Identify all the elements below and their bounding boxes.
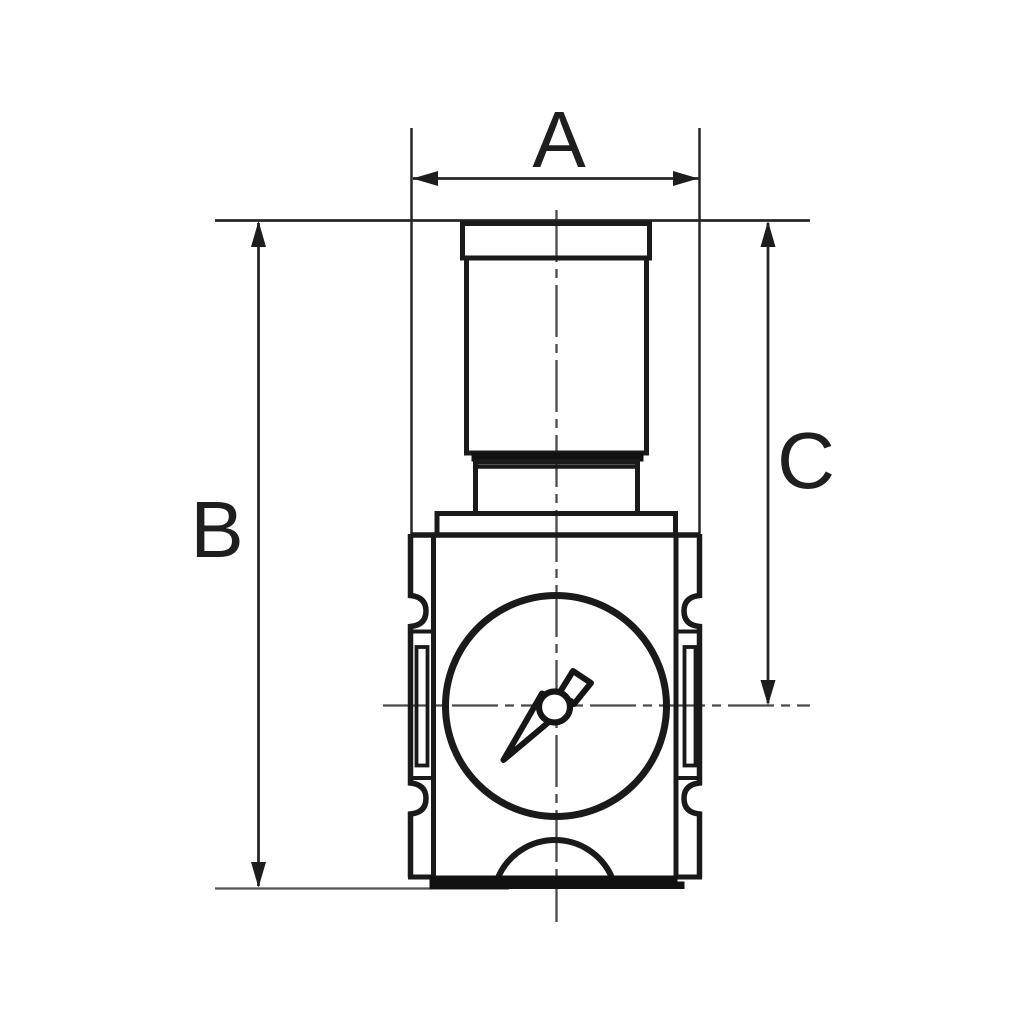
left-port-slot xyxy=(414,645,430,768)
dim-c-arrow-bottom xyxy=(760,680,776,706)
body-right-edge-with-notches xyxy=(681,534,703,878)
lock-ring-band xyxy=(471,452,644,462)
dimension-arrowheads xyxy=(251,171,776,888)
needle-hub xyxy=(535,688,574,726)
right-port-slot xyxy=(682,645,698,768)
centerlines xyxy=(383,210,810,922)
dim-a-arrow-right xyxy=(673,171,699,186)
dimension-labels: A B C xyxy=(190,95,835,574)
dim-b-arrow-bottom xyxy=(251,862,266,888)
dim-a-arrow-left xyxy=(412,171,438,186)
dim-c-label: C xyxy=(777,416,835,505)
bottom-port-arch xyxy=(495,837,615,878)
bottom-seal-bar xyxy=(429,875,678,889)
bottom-seal-bar-step xyxy=(677,881,685,889)
dim-c-arrow-top xyxy=(760,221,776,247)
gauge-dial xyxy=(442,592,670,820)
body-left-edge-with-notches xyxy=(407,534,429,878)
dim-b-label: B xyxy=(190,485,243,574)
dim-a-label: A xyxy=(532,95,586,184)
dimension-lines xyxy=(215,128,810,890)
regulator-outline xyxy=(407,221,703,889)
gauge-needle xyxy=(500,668,594,763)
dim-b-arrow-top xyxy=(251,221,266,247)
